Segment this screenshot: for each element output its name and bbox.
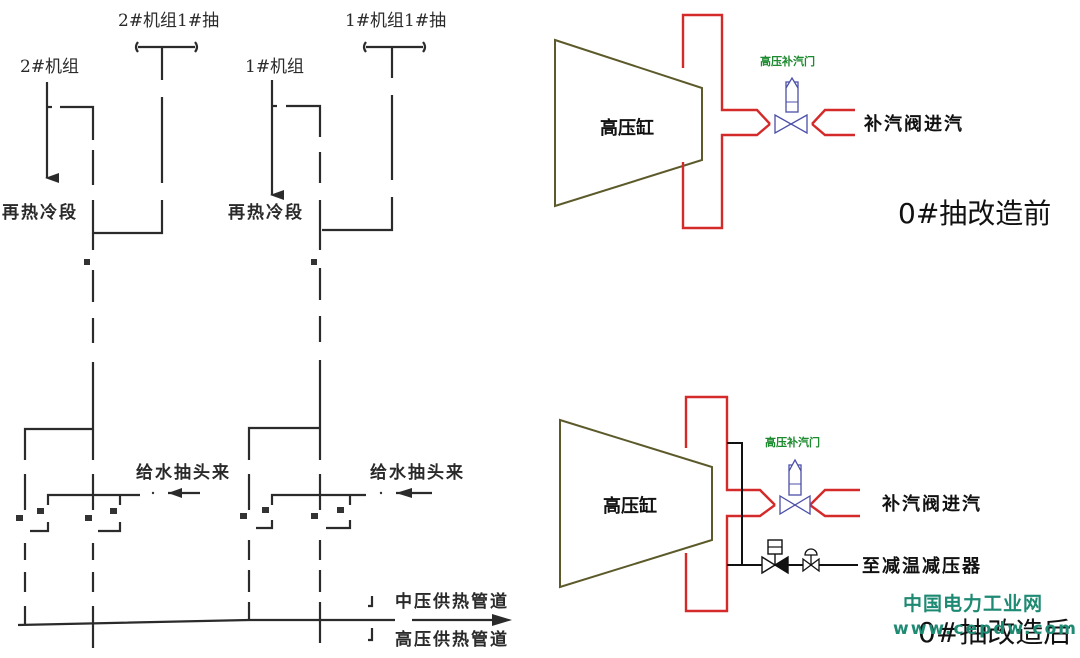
unit1-label: 1#机组 xyxy=(245,57,304,77)
hp-make-up-valve-label: 高压补汽门 xyxy=(765,435,820,449)
unit2-extraction-label: 2#机组1#抽 xyxy=(118,11,219,31)
before-modification-schematic: 高压缸 高压补汽门 补汽阀进汽 0#抽改造前 xyxy=(554,13,1051,230)
make-up-steam-inlet-label: 补汽阀进汽 xyxy=(881,493,982,515)
unit2-label: 2#机组 xyxy=(20,57,79,77)
hp-cylinder-shape xyxy=(559,418,713,589)
feedwater-tap-label-2: 给水抽头来 xyxy=(370,462,465,483)
hp-cylinder-label: 高压缸 xyxy=(603,495,657,517)
flow-arrow-icon xyxy=(492,614,512,626)
header-bracket-bottom xyxy=(368,628,374,642)
make-up-steam-inlet-label: 补汽阀进汽 xyxy=(863,113,964,135)
header-pipe xyxy=(17,618,395,627)
unit1-split-pipe xyxy=(247,426,320,460)
inlet-pipe-upper xyxy=(809,488,860,506)
feedwater-pipe-2 xyxy=(270,493,366,505)
hp-make-up-valve-icon xyxy=(774,76,808,135)
unit1-extraction-label: 1#机组1#抽 xyxy=(345,11,446,31)
unit2-feedwater-valves-icon xyxy=(16,474,122,648)
extraction-loop-pipe-lower xyxy=(681,123,771,230)
control-valve-icon xyxy=(761,539,789,575)
mid-pressure-header-label: 中压供热管道 xyxy=(395,591,509,612)
feedwater-pipe-1 xyxy=(46,493,140,505)
unit2-extraction-pipe-seg xyxy=(94,200,164,235)
unit1-feedwater-valves-icon xyxy=(240,474,352,643)
unit1-reheat-cold-label: 再热冷段 xyxy=(228,202,304,223)
before-caption: 0#抽改造前 xyxy=(898,197,1051,230)
desuperheater-label: 至减温减压器 xyxy=(862,555,982,577)
unit2-reheat-cold-label: 再热冷段 xyxy=(2,202,78,223)
hp-cylinder-shape xyxy=(554,38,703,208)
watermark-site-name: 中国电力工业网 xyxy=(903,592,1043,615)
hp-make-up-valve-label: 高压补汽门 xyxy=(760,54,815,68)
new-bypass-pipe xyxy=(727,442,743,565)
extraction-loop-pipe xyxy=(684,395,776,506)
after-caption: 0#抽改造后 xyxy=(918,616,1071,649)
feedwater-tap-label-1: 给水抽头来 xyxy=(136,462,231,483)
inlet-pipe-upper xyxy=(811,108,855,125)
after-modification-schematic: 高压缸 高压补汽门 补汽阀进汽 至减温 xyxy=(559,395,1071,649)
watermark-url: www.cepdw.com xyxy=(893,619,1078,639)
unit2-extraction-flange-icon xyxy=(134,41,199,53)
unit2-split-pipe xyxy=(23,427,93,460)
flow-arrow-icon xyxy=(168,488,182,498)
extraction-loop-pipe-lower xyxy=(684,504,776,613)
dash-dot xyxy=(379,491,383,495)
extraction-loop-pipe xyxy=(681,13,771,125)
unit1-extraction-flange-icon xyxy=(362,41,427,53)
unit1-extraction-pipe-seg xyxy=(322,197,394,232)
left-schematic: 2#机组1#抽 2#机组 再热冷段 1#机组1#抽 xyxy=(2,11,512,650)
hp-cylinder-label: 高压缸 xyxy=(600,117,654,139)
dash-dot xyxy=(151,491,155,495)
unit1-valve-icon xyxy=(311,259,317,265)
check-valve-icon xyxy=(802,548,820,573)
inlet-pipe-lower xyxy=(809,504,860,518)
high-pressure-header-label: 高压供热管道 xyxy=(395,629,509,650)
header-bracket-top xyxy=(368,596,374,608)
unit2-valve-icon xyxy=(84,259,90,265)
unit1-branch-pipe xyxy=(286,104,322,137)
flow-arrow-icon xyxy=(396,488,412,498)
hp-make-up-valve-icon xyxy=(779,458,811,516)
unit2-branch-pipe xyxy=(60,105,95,140)
inlet-pipe-lower xyxy=(811,123,855,137)
